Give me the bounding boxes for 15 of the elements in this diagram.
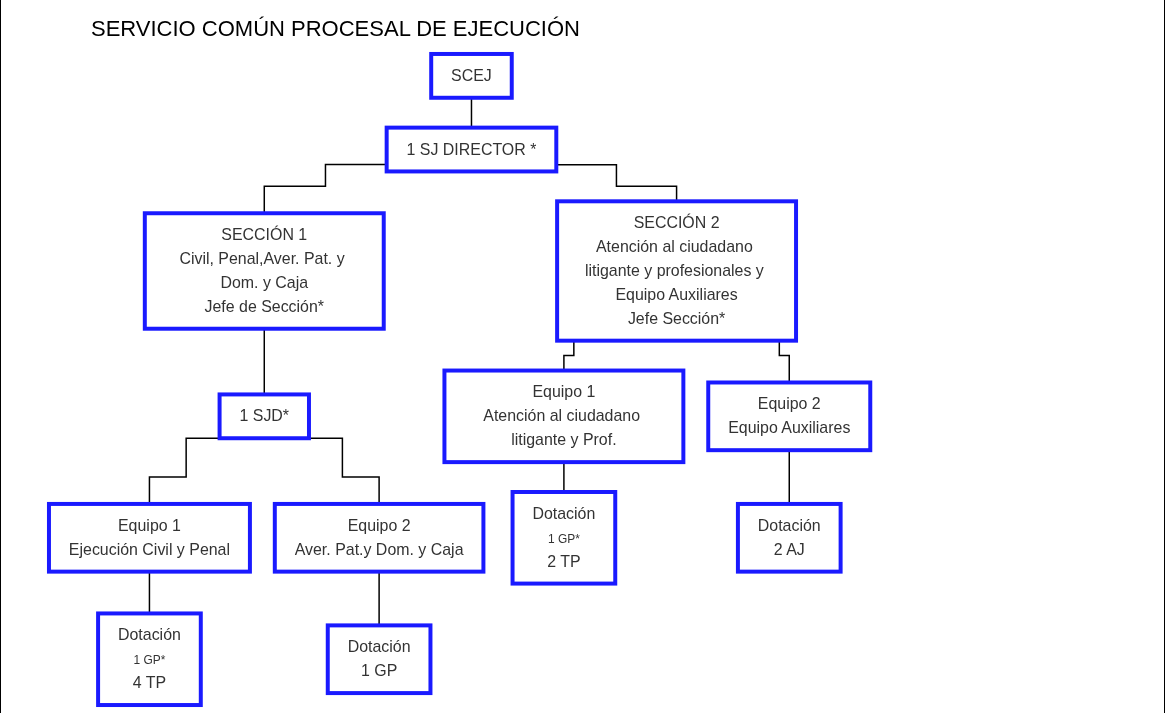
node-box (325, 623, 433, 696)
node-box (510, 490, 618, 586)
node-box (384, 125, 559, 174)
node-box (555, 199, 799, 343)
node-box (96, 611, 203, 707)
node-box (735, 501, 843, 574)
org-chart: SCEJ 1 SJ DIRECTOR * SECCIÓN 1 Civil, Penal,Aver. Pat. y Dom. y Caja Jefe de Sección* SECCIÓN 2 Atención al ciudadano litigante y profesionales y Equipo Auxiliares Jefe Sección* 1 SJD* Equipo 1 Atención al ciudadano litigante y Prof. Equipo 2 Equipo Auxiliares Equipo 1 Ejecución Civil y Penal Equipo 2 Aver. Pat.y Dom. y Caja Dotación 1 GP* 2 TP Dotación 2 AJ Dotación 1 GP* 4 TP Dotación 1 GP (41, 46, 879, 713)
node-box (142, 211, 386, 331)
node-box (217, 392, 311, 441)
diagram-title: SERVICIO COMÚN PROCESAL DE EJECUCIÓN (91, 16, 581, 42)
node-box (706, 380, 873, 453)
node-box (272, 501, 486, 574)
node-box (46, 501, 252, 574)
node-box (429, 52, 514, 100)
node-box (442, 368, 686, 465)
